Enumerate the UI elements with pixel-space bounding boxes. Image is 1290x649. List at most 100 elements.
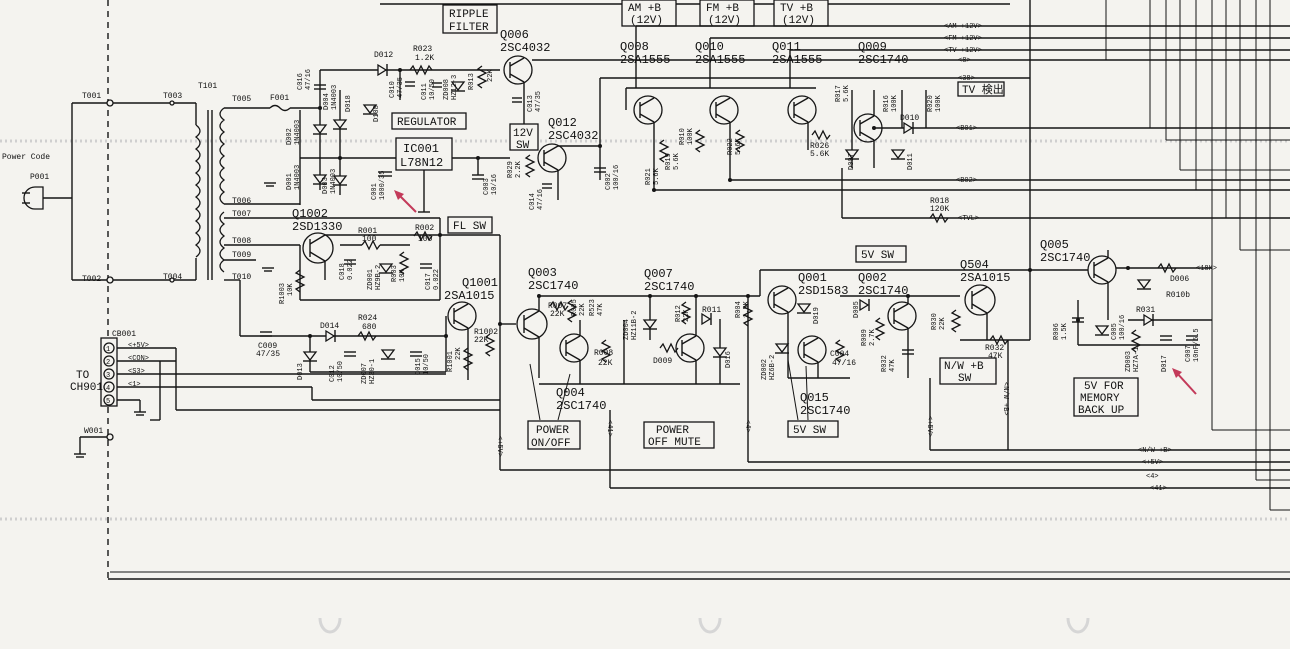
transistor-q1002 [302, 232, 334, 264]
c013-value: 47/35 [535, 91, 543, 112]
5v-sw-lower-box [787, 420, 839, 438]
c003-value: 10/16 [491, 174, 499, 195]
transistor-q1001 [447, 301, 477, 331]
5v-sw-label: 5V SW [861, 250, 894, 262]
r1001-label: R1001 [447, 351, 455, 372]
r012-value: 22K [683, 309, 691, 322]
q1002-part: 2SD1330 [292, 220, 342, 234]
transistor-q012 [537, 143, 567, 173]
d019-label: D019 [813, 307, 821, 324]
d013-label: D013 [297, 363, 305, 380]
ground-symbol [262, 267, 274, 272]
zener-zd008 [450, 81, 466, 92]
to-ch901-line1: TO [76, 370, 90, 382]
r030-value: 47/16 [832, 359, 856, 368]
c001-value: 1000/35 [379, 171, 387, 200]
zd001-value: HZ9B-2 [375, 265, 383, 290]
transformer-t101 [194, 107, 226, 280]
regulator-label: REGULATOR [397, 117, 457, 129]
r523-label: R032 [985, 344, 1004, 353]
r016-label: R016 [883, 95, 891, 112]
c010-label: C010 [389, 81, 397, 98]
r026-value: 5.6K [810, 150, 829, 159]
vnet-plus5v-1: <+5V> [495, 436, 503, 457]
r020-value: 100K [935, 94, 943, 112]
net-plus5v-right: <+5V> [1142, 459, 1163, 467]
q002-part: 2SC1740 [858, 284, 908, 298]
d009-label: R011 [702, 306, 721, 315]
r006-label: R523 [589, 299, 597, 316]
resistor-r013 [476, 65, 488, 89]
net-plus5v-connector: <+5V> [128, 342, 149, 350]
r017-label: R017 [835, 85, 843, 102]
resistor-r009 [874, 317, 886, 341]
r013-label: R013 [468, 73, 476, 90]
d017-label: R010b [1166, 291, 1190, 300]
r023-label: R023 [413, 45, 432, 54]
r005-label: R005 [571, 299, 579, 316]
r018-label: R018 [930, 197, 949, 206]
c016-value: 47/16 [305, 69, 313, 90]
resistor-r010b [1157, 262, 1177, 274]
tv-b-line1: TV +B [780, 3, 813, 15]
r010-label: R010 [679, 128, 687, 145]
w001-ref: W001 [84, 427, 103, 436]
diode-d014 [325, 329, 336, 343]
memory-backup-line3: BACK UP [1078, 405, 1125, 417]
d003-value: 1N4003 [330, 169, 338, 194]
resistor-r032 [950, 309, 962, 333]
resistor-r004 [742, 303, 754, 327]
resistor-r010 [694, 129, 706, 153]
power-onoff-line1: POWER [536, 425, 569, 437]
fuse [269, 104, 291, 112]
r022-label: R022 [727, 138, 735, 155]
zener-zd007 [380, 349, 396, 360]
resistor-r030 [834, 339, 846, 363]
12v-sw-line2: SW [516, 140, 530, 152]
q006-ref: Q006 [500, 28, 529, 42]
12v-sw-box [509, 123, 539, 151]
nw-b-sw-box [939, 357, 997, 385]
net-am-12v: <AM +12V> [944, 23, 982, 31]
c003-label: C003 [483, 178, 491, 195]
r019-label: R019 [665, 153, 673, 170]
terminal-t009: T009 [232, 251, 251, 260]
power-off-mute-line2: OFF MUTE [648, 437, 701, 449]
vnet-4: <4> [743, 420, 751, 433]
resistor-r001 [361, 239, 381, 251]
fl-sw-box [447, 216, 493, 234]
d004-value: 1N4003 [331, 85, 339, 110]
q007-part: 2SC1740 [644, 280, 694, 294]
d001-label: D001 [286, 173, 294, 190]
r004-value: 1.5K [743, 300, 751, 318]
d002-value: 1N4003 [294, 120, 302, 145]
net-s3: <S3> [128, 368, 145, 376]
c011-label: C011 [421, 83, 429, 100]
ground-symbol [134, 411, 146, 416]
net-38: <38> [958, 75, 975, 83]
to-ch901-line2: CH901 [70, 382, 103, 394]
d018-label: D018 [345, 95, 353, 112]
resistor-r012 [680, 301, 692, 325]
c015-value: 10/50 [423, 354, 431, 375]
transistor-q504 [964, 284, 996, 316]
diode-d004 [312, 174, 328, 185]
resistor-r008 [600, 339, 612, 363]
diode-d006 [1143, 313, 1154, 327]
resistor-r011 [659, 342, 679, 354]
r032-value: 22K [939, 317, 947, 330]
diode-d005 [859, 298, 870, 312]
net-tvl: <TVL> [958, 215, 979, 223]
c009-label: C009 [258, 342, 277, 351]
diode-d012 [377, 63, 388, 77]
net-fm-12v: <FM +12V> [944, 35, 982, 43]
connector-pin-1: 1 [103, 342, 115, 354]
r008-label: R008 [594, 349, 613, 358]
q1001-part: 2SA1015 [444, 289, 494, 303]
c018-label: C018 [339, 263, 347, 280]
q011-ref: Q011 [772, 40, 801, 54]
diode-d016 [712, 347, 728, 358]
resistor-r018 [929, 212, 949, 224]
power-onoff-box [527, 420, 581, 450]
power-off-mute-box [643, 421, 715, 449]
